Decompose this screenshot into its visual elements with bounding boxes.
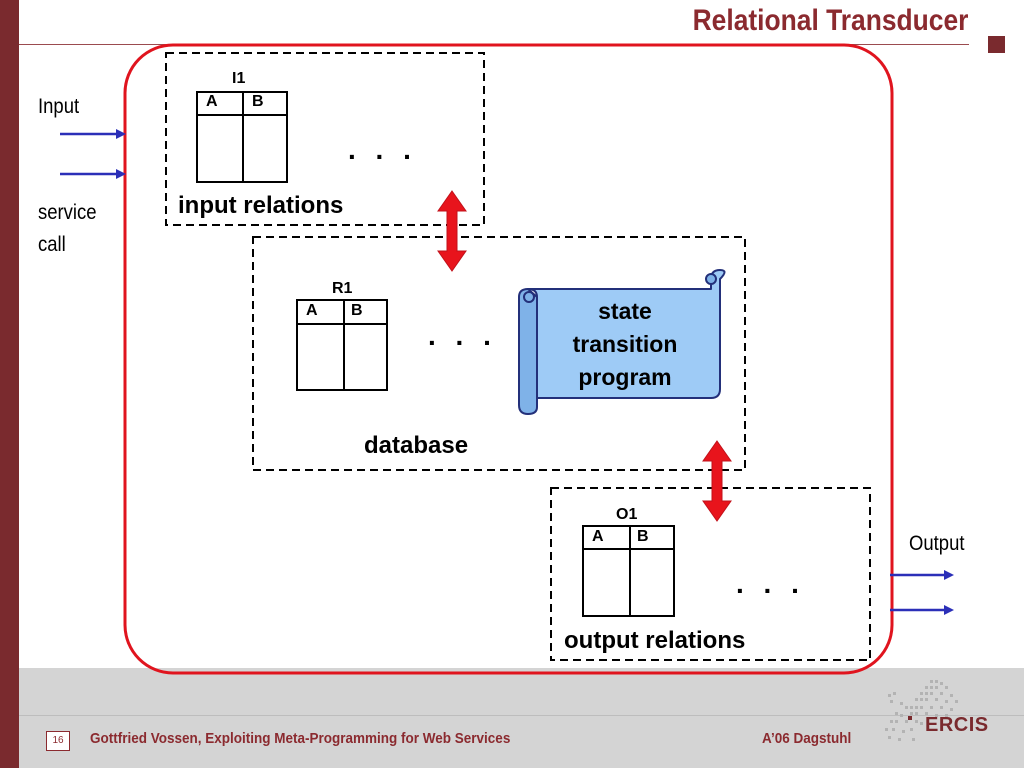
input-relations-box bbox=[165, 52, 485, 226]
program-line-transition: transition bbox=[572, 331, 678, 357]
state-transition-program-scroll-icon bbox=[518, 269, 726, 415]
output-arrow-bottom bbox=[890, 605, 954, 615]
database-output-double-arrow bbox=[702, 440, 732, 522]
table-name-R1: R1 bbox=[332, 280, 353, 297]
input-relations-ellipsis: . . . bbox=[348, 134, 417, 165]
input-relations-label: input relations bbox=[178, 192, 344, 219]
column-header-B: B bbox=[637, 528, 649, 545]
footer-event: A’06 Dagstuhl bbox=[762, 730, 852, 747]
input-database-double-arrow bbox=[437, 190, 467, 272]
footer-band bbox=[19, 668, 1024, 768]
column-header-A: A bbox=[206, 93, 218, 110]
output-relations-ellipsis: . . . bbox=[736, 568, 805, 599]
call-label: call bbox=[38, 233, 66, 256]
table-name-O1: O1 bbox=[616, 506, 638, 523]
column-header-B: B bbox=[351, 302, 363, 319]
footer-citation: Gottfried Vossen, Exploiting Meta-Progra… bbox=[90, 730, 511, 747]
input-arrow-bottom bbox=[60, 169, 126, 179]
column-header-A: A bbox=[306, 302, 318, 319]
database-label: database bbox=[364, 432, 469, 459]
output-relations-box bbox=[550, 487, 871, 661]
input-label: Input bbox=[38, 95, 80, 118]
input-table-I1 bbox=[196, 91, 288, 183]
output-label: Output bbox=[909, 532, 965, 555]
program-line-program: program bbox=[578, 364, 672, 390]
service-label: service bbox=[38, 201, 97, 224]
transducer-boundary bbox=[123, 43, 894, 675]
slide-title: Relational Transducer bbox=[692, 4, 968, 37]
output-relations-label: output relations bbox=[564, 627, 746, 654]
output-table-O1 bbox=[582, 525, 675, 617]
database-ellipsis: . . . bbox=[428, 320, 497, 351]
column-header-A: A bbox=[592, 528, 604, 545]
europe-map-icon bbox=[885, 680, 958, 741]
page-number: 16 bbox=[46, 731, 70, 751]
left-accent-bar bbox=[0, 0, 19, 768]
column-header-B: B bbox=[252, 93, 264, 110]
ercis-logo-text: ERCIS bbox=[925, 714, 989, 736]
title-square-icon bbox=[988, 36, 1005, 53]
database-table-R1 bbox=[296, 299, 388, 391]
database-box bbox=[252, 236, 746, 471]
program-line-state: state bbox=[598, 298, 652, 324]
input-arrow-top bbox=[60, 129, 126, 139]
output-arrow-top bbox=[890, 570, 954, 580]
footer-divider bbox=[19, 715, 1024, 716]
table-name-I1: I1 bbox=[232, 70, 246, 87]
